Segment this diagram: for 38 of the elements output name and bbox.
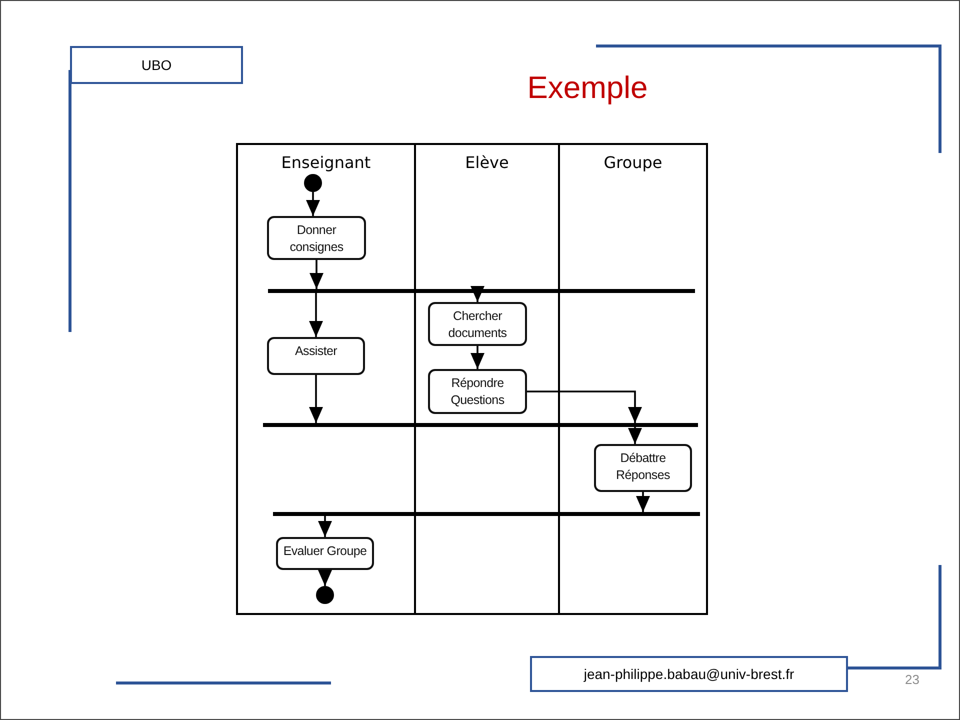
sync-bar: [263, 423, 698, 427]
swimlane: [558, 143, 708, 615]
arrow: [309, 293, 323, 337]
activity-box: [276, 537, 374, 570]
state-circle: [304, 174, 322, 192]
activity-label: Donner consignes: [288, 222, 344, 256]
page-number: 23: [905, 672, 920, 687]
activity-box: [428, 302, 527, 346]
arrow: [470, 286, 484, 302]
state-circle: [316, 586, 334, 604]
sync-bar: [273, 512, 700, 516]
arrow: [310, 260, 324, 289]
activity-box: [594, 444, 692, 492]
arrow: [527, 390, 642, 423]
arrow: [318, 570, 332, 586]
label-box: [530, 656, 848, 692]
box-label: UBO: [141, 57, 172, 73]
arrow: [309, 375, 323, 423]
box-label: jean-philippe.babau@univ-brest.fr: [584, 666, 794, 682]
activity-label: Assister: [294, 343, 338, 360]
activity-box: [267, 337, 365, 375]
activity-label: Débattre Réponses: [615, 450, 671, 484]
arrow: [470, 346, 484, 369]
activity-label: Répondre Questions: [450, 375, 506, 409]
label-box: [70, 46, 243, 84]
activity-box: [428, 369, 527, 414]
arrow: [318, 516, 332, 537]
lane-header: Enseignant: [281, 153, 371, 172]
slide-title: Exemple: [526, 70, 649, 106]
lane-header: Groupe: [604, 153, 662, 172]
arrow: [636, 492, 650, 512]
activity-label: Evaluer Groupe: [283, 543, 367, 560]
arrow: [306, 192, 320, 216]
sync-bar: [268, 289, 695, 293]
activity-box: [267, 216, 366, 260]
lane-header: Elève: [465, 153, 509, 172]
arrow: [628, 427, 642, 444]
activity-label: Chercher documents: [447, 308, 508, 342]
